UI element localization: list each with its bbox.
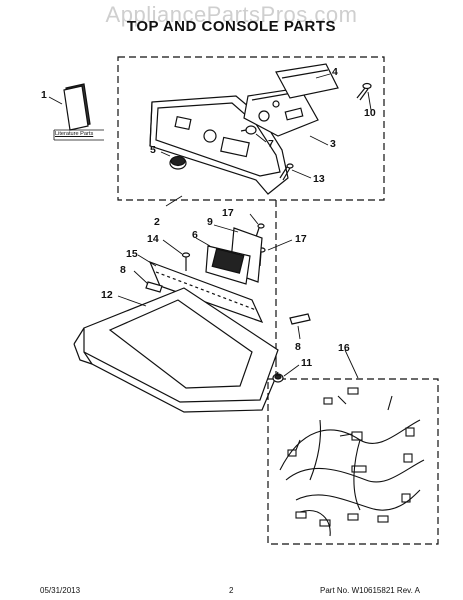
- footer-part-no: Part No. W10615821 Rev. A: [320, 586, 420, 595]
- callout-2: 2: [154, 216, 160, 228]
- footer-page: 2: [229, 586, 234, 595]
- callout-6: 6: [192, 229, 198, 241]
- callout-8-right: 8: [295, 341, 301, 353]
- wiring-group-box: [267, 378, 439, 545]
- knob: [169, 155, 187, 170]
- wire-harness: [279, 387, 425, 537]
- board-cover: [275, 63, 339, 99]
- callout-11: 11: [301, 357, 313, 369]
- footer-date: 05/31/2013: [40, 586, 81, 595]
- callout-3: 3: [330, 138, 336, 150]
- callout-8-left: 8: [120, 264, 126, 276]
- callout-12: 12: [101, 289, 113, 301]
- watermark: AppliancePartsPros.com: [105, 2, 358, 27]
- callout-17-right: 17: [295, 233, 307, 245]
- callout-14: 14: [147, 233, 159, 245]
- leader-lines: [48, 73, 372, 379]
- switch-bracket: [205, 227, 263, 285]
- callout-9: 9: [207, 216, 213, 228]
- callout-17-upper: 17: [222, 207, 234, 219]
- screw-10: [356, 82, 372, 101]
- screw-13: [279, 163, 294, 181]
- literature-booklet: [53, 83, 104, 141]
- callout-16: 16: [338, 342, 350, 354]
- callout-1: 1: [41, 89, 47, 101]
- clip-8-right: [289, 313, 311, 325]
- encoder: [240, 125, 257, 135]
- grommet: [272, 373, 284, 383]
- console-rail: [148, 260, 264, 324]
- literature-label: Literature Parts: [55, 131, 94, 137]
- clip-8-left: [145, 281, 163, 293]
- screw-14: [181, 252, 191, 271]
- callout-5: 5: [150, 144, 156, 156]
- callout-15: 15: [126, 248, 138, 260]
- callout-10: 10: [364, 107, 376, 119]
- page-title: TOP AND CONSOLE PARTS: [126, 18, 337, 35]
- callout-4: 4: [332, 66, 338, 78]
- console-group-box: [117, 56, 385, 201]
- callout-7: 7: [268, 138, 274, 150]
- top-panel: [73, 287, 279, 413]
- callout-13: 13: [313, 173, 325, 185]
